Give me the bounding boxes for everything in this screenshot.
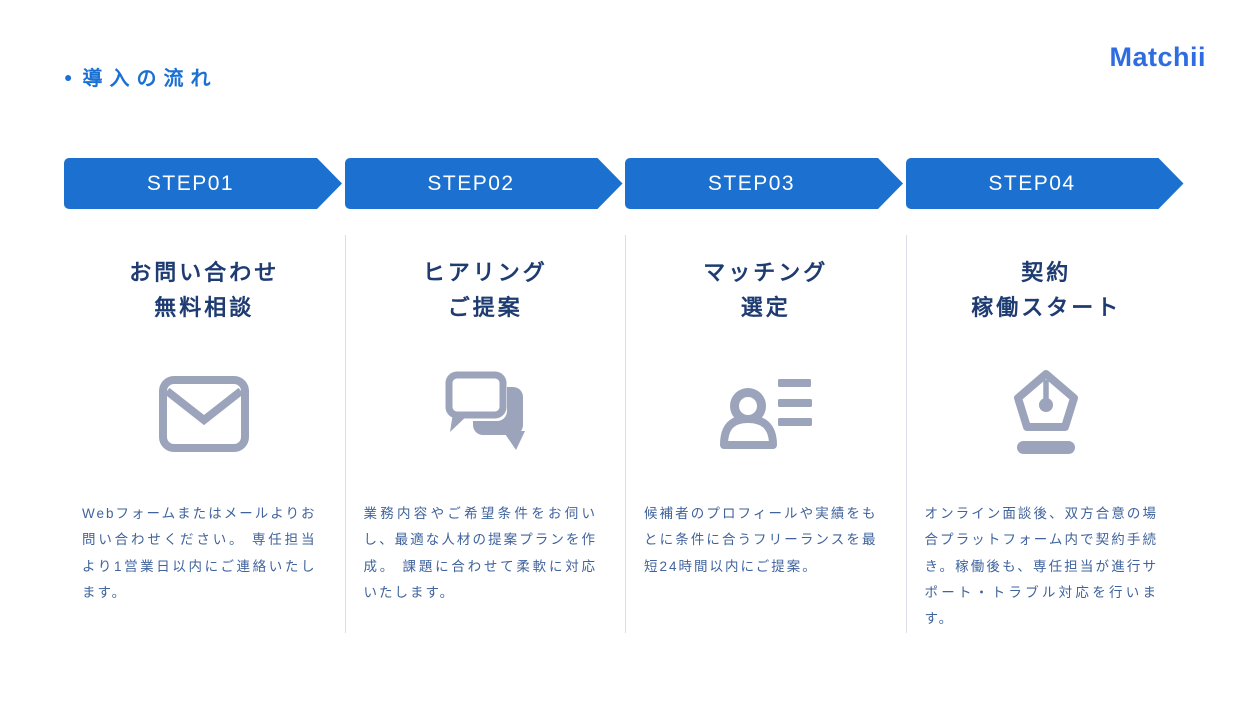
step4-title-line1: 契約: [1021, 260, 1072, 285]
step3-title-line1: マッチング: [703, 260, 829, 285]
step2-title: ヒアリング ご提案: [346, 255, 626, 325]
matchii-logo: Matchii: [1109, 42, 1206, 72]
envelope-icon: [159, 376, 250, 452]
step2-column: ヒアリング ご提案 業務内容やご希望条件をお伺いし、最適な人材の提案プランを作成…: [344, 235, 626, 633]
step1-icon-wrap: [64, 367, 345, 463]
step4-column: 契約 稼働スタート オンライン面談後、双方合意の場合プラットフォーム内で契約手続…: [905, 235, 1187, 633]
page-header: ● 導入の流れ: [64, 62, 217, 91]
step1-column: お問い合わせ 無料相談 Webフォームまたはメールよりお問い合わせください。 専…: [64, 235, 345, 633]
person-list-icon: [719, 379, 812, 449]
process-flow: STEP01 STEP02 STEP03 STEP04 お問い合わせ 無料相談 …: [64, 158, 1187, 633]
step-content-row: お問い合わせ 無料相談 Webフォームまたはメールよりお問い合わせください。 専…: [64, 235, 1187, 633]
step2-description: 業務内容やご希望条件をお伺いし、最適な人材の提案プランを作成。 課題に合わせて柔…: [363, 506, 597, 600]
step4-description: オンライン面談後、双方合意の場合プラットフォーム内で契約手続き。稼働後も、専任担…: [924, 506, 1158, 627]
step1-banner-arrow: STEP01: [64, 158, 342, 209]
step1-title: お問い合わせ 無料相談: [64, 255, 345, 325]
step3-description: 候補者のプロフィールや実績をもとに条件に合うフリーランスを最短24時間以内にご提…: [644, 506, 878, 574]
step3-icon-wrap: [626, 367, 906, 463]
step2-title-line1: ヒアリング: [422, 260, 548, 285]
step2-icon-wrap: [346, 367, 626, 463]
step4-icon-wrap: [907, 367, 1187, 463]
step4-title: 契約 稼働スタート: [907, 255, 1187, 325]
bullet-icon: ●: [64, 68, 73, 85]
step2-banner-arrow: STEP02: [345, 158, 623, 209]
step3-column: マッチング 選定 候補者のプロフィールや実績をもとに条件に合うフリーランスを最短…: [625, 235, 906, 633]
step2-title-line2: ご提案: [447, 295, 523, 320]
step4-title-line2: 稼働スタート: [971, 295, 1122, 320]
step4-banner-arrow: STEP04: [906, 158, 1184, 209]
step3-title-line2: 選定: [740, 295, 791, 320]
step3-banner-arrow: STEP03: [625, 158, 903, 209]
step3-title: マッチング 選定: [626, 255, 906, 325]
step1-title-line1: お問い合わせ: [129, 260, 280, 285]
step1-title-line2: 無料相談: [154, 295, 255, 320]
page-title: 導入の流れ: [82, 68, 218, 90]
pen-nib-icon: [1014, 370, 1079, 454]
step1-description: Webフォームまたはメールよりお問い合わせください。 専任担当より1営業日以内に…: [82, 506, 317, 600]
chat-bubbles-icon: [443, 369, 526, 450]
step-banner-row: STEP01 STEP02 STEP03 STEP04: [64, 158, 1187, 209]
